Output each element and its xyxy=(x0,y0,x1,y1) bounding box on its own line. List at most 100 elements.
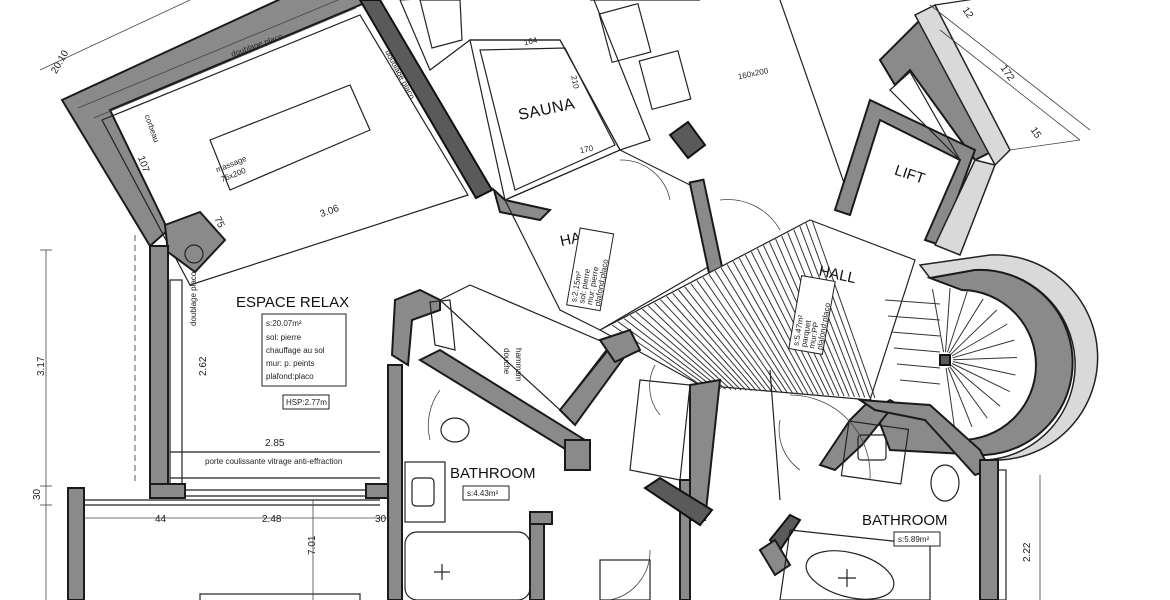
stair-tread xyxy=(932,289,945,353)
hall-2-info-box: s:5.47m² parquet mur:PP plafond:placo xyxy=(788,275,836,355)
espace-relax-left-wall xyxy=(134,235,389,499)
corbeau-label: corbeau xyxy=(143,113,161,143)
hall-floor-stripe xyxy=(738,257,814,395)
sauna-label: SAUNA xyxy=(517,95,577,124)
terrace-outline xyxy=(67,487,380,600)
hall-floor-stripe xyxy=(666,296,752,392)
hall-floor-stripe xyxy=(750,251,824,396)
bathroom-2-label: BATHROOM xyxy=(862,512,948,529)
hall-floor-stripe xyxy=(684,286,768,392)
stair-tread xyxy=(951,323,1008,357)
dim-left-317: 3.17 xyxy=(36,356,47,376)
hall-2-floor xyxy=(598,219,916,401)
dim-bottom-44: 44 xyxy=(155,514,167,525)
hall-floor-stripe xyxy=(696,280,778,393)
svg-text:HSP:2.77m: HSP:2.77m xyxy=(286,398,327,407)
stair-tread xyxy=(952,356,1017,361)
dim-262: 2.62 xyxy=(198,356,209,376)
stair-tread xyxy=(896,363,941,369)
stair-tread xyxy=(952,339,1015,359)
spiral-stair xyxy=(873,254,1099,461)
dim-left-30: 30 xyxy=(32,488,43,500)
stair-tread xyxy=(948,298,984,354)
hall-floor-stripe xyxy=(720,267,799,394)
dim-right-15: 15 xyxy=(1028,125,1044,141)
bedroom-note: 160x200 xyxy=(737,66,769,81)
exterior-stone-wall xyxy=(913,0,1081,256)
hall-floor-stripe xyxy=(617,321,711,389)
shower-label-2: hammam xyxy=(514,348,523,382)
svg-text:chauffage au sol: chauffage au sol xyxy=(266,346,325,355)
sauna-dim-depth: 210 xyxy=(569,75,581,90)
espace-relax-hsp-box: HSP:2.77m xyxy=(282,394,330,410)
svg-text:s:4.43m²: s:4.43m² xyxy=(467,489,498,498)
dim-306: 3.06 xyxy=(319,203,341,220)
stair-tread xyxy=(884,299,941,305)
hall-floor-stripe xyxy=(660,299,747,391)
hall-floor-stripe xyxy=(714,270,793,394)
hall-floor-stripe xyxy=(654,302,742,391)
hall-floor-stripe xyxy=(744,254,819,395)
shower-hammam xyxy=(390,284,630,471)
bathroom-1-info-box: s:4.43m² xyxy=(462,485,510,501)
hall-floor-stripe xyxy=(799,226,866,398)
stair-tread xyxy=(949,366,988,419)
hall-floor-stripe xyxy=(629,315,721,390)
bathroom-1-walls xyxy=(387,364,553,600)
lift-shaft xyxy=(833,18,997,247)
shower-label-1: douche xyxy=(502,348,511,375)
dim-right-222: 2.22 xyxy=(1022,542,1033,562)
hall-floor-stripe xyxy=(641,308,732,390)
dim-bottom-30: 30 xyxy=(375,514,387,525)
stair-tread xyxy=(950,309,998,355)
bathroom-2-walls xyxy=(758,369,1007,600)
stair-tread xyxy=(950,364,1001,407)
stair-tread xyxy=(893,347,941,353)
hall-floor-stripe xyxy=(732,261,809,395)
stair-tread xyxy=(947,367,973,427)
corridor-walls xyxy=(598,328,722,600)
dimension-lines xyxy=(39,0,1091,600)
dim-bottom-248: 2.48 xyxy=(262,514,282,525)
espace-relax-label: ESPACE RELAX xyxy=(236,294,349,311)
stair-tread xyxy=(952,361,1016,376)
stair-tread xyxy=(951,363,1010,393)
hall-floor-stripe xyxy=(672,292,757,392)
hall-floor-stripe xyxy=(805,223,871,398)
hall-1-walls xyxy=(504,0,851,331)
svg-text:s:5.89m²: s:5.89m² xyxy=(898,535,929,544)
hall-floor-stripe xyxy=(811,219,876,399)
sauna-walls xyxy=(399,0,707,222)
dim-right-172: 172 xyxy=(998,63,1017,83)
lift-label: LIFT xyxy=(892,162,927,188)
svg-text:mur: p. peints: mur: p. peints xyxy=(266,359,314,368)
window-note: porte coulissante vitrage anti-effractio… xyxy=(205,457,342,466)
svg-text:plafond:placo: plafond:placo xyxy=(266,372,314,381)
stair-tread xyxy=(945,288,951,353)
hall-floor-stripe xyxy=(635,311,726,390)
hall-floor-stripe xyxy=(702,276,783,393)
stair-tread xyxy=(945,367,956,432)
hall-floor-stripe xyxy=(690,283,773,393)
hall-floor-stripe xyxy=(708,273,788,394)
svg-text:sol: pierre: sol: pierre xyxy=(266,333,302,342)
bathroom-2-info-box: s:5.89m² xyxy=(893,531,941,547)
stair-tread xyxy=(887,315,941,321)
dim-75: 75 xyxy=(212,215,227,230)
dim-right-12: 12 xyxy=(960,5,976,21)
hall-floor-stripe xyxy=(726,264,804,395)
hall-floor-stripe xyxy=(648,305,737,391)
svg-text:s:20.07m²: s:20.07m² xyxy=(266,319,302,328)
espace-relax-walls xyxy=(60,0,494,286)
stair-tread xyxy=(946,291,968,353)
dim-left-2010: 20.10 xyxy=(49,48,71,76)
stair-tread xyxy=(890,331,941,337)
sauna-dim-width: 164 xyxy=(523,35,538,47)
espace-relax-info-box: s:20.07m² sol: pierre chauffage au sol m… xyxy=(261,313,347,387)
bathroom-1-label: BATHROOM xyxy=(450,465,536,482)
sauna-dim-bottom: 170 xyxy=(579,143,594,155)
hall-1-info-box: s:2.15m² sol: pierre mur: pierre plafond… xyxy=(566,227,615,312)
doublage-left: doublage placo xyxy=(189,271,198,326)
hall-floor-stripe xyxy=(623,318,716,390)
